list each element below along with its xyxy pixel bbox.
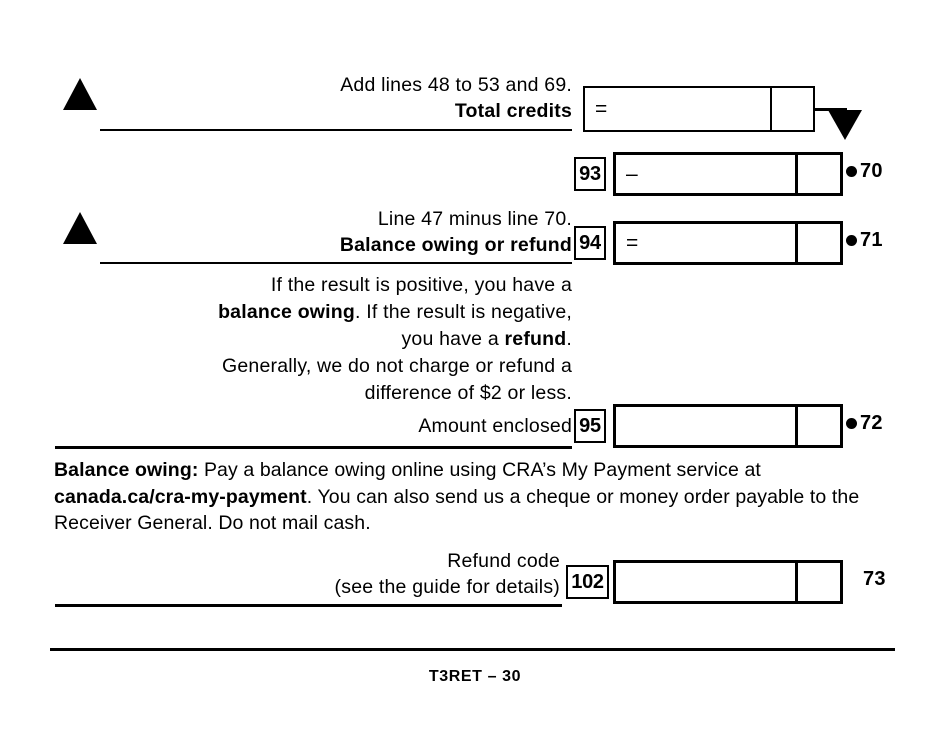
amount-enclosed-label: Amount enclosed (418, 415, 572, 437)
line-70-operator: – (626, 162, 638, 186)
line-ref-71-number: 71 (860, 229, 883, 251)
result-note-line-3: you have a refund. (102, 326, 572, 353)
line-ref-dot-icon (846, 166, 857, 177)
rule-balance-owing (100, 262, 572, 264)
line-number-box-93[interactable]: 93 (574, 157, 606, 191)
cents-divider (795, 155, 798, 193)
total-credits-instruction: Add lines 48 to 53 and 69. (340, 74, 572, 96)
line-number-box-95[interactable]: 95 (574, 409, 606, 443)
line-73-amount-box[interactable] (613, 560, 843, 604)
result-note-line-3-post: . (566, 328, 572, 350)
line-ref-71: 71 (846, 229, 883, 252)
rule-refund-code (55, 604, 562, 607)
result-note-line-2-rest: . If the result is negative, (355, 301, 572, 323)
line-71-operator: = (626, 231, 639, 255)
carry-forward-triangle-down (828, 110, 862, 140)
line-ref-72: 72 (846, 412, 883, 435)
result-note-refund-emphasis: refund (504, 328, 567, 350)
balance-owing-note-text-1: Pay a balance owing online using CRA’s M… (198, 459, 761, 481)
carry-forward-triangle-up-1 (63, 78, 97, 110)
line-71-amount-box[interactable]: = (613, 221, 843, 265)
line-ref-70: 70 (846, 160, 883, 183)
balance-owing-note-text-2: . You can also send us a cheque or money… (54, 485, 860, 535)
line-ref-dot-icon (846, 418, 857, 429)
result-note: If the result is positive, you have a ba… (102, 272, 572, 407)
line-ref-70-number: 70 (860, 160, 883, 182)
result-note-line-2: balance owing. If the result is negative… (102, 299, 572, 326)
result-note-line-5: difference of $2 or less. (364, 382, 572, 404)
line-ref-73-number: 73 (863, 568, 886, 590)
cra-my-payment-url: canada.ca/cra-my-payment (54, 485, 307, 508)
carry-forward-triangle-up-2 (63, 212, 97, 244)
rule-amount-enclosed (55, 446, 572, 449)
cents-divider (795, 407, 798, 445)
line-70-amount-box[interactable]: – (613, 152, 843, 196)
result-note-balance-owing-emphasis: balance owing (218, 301, 356, 323)
refund-code-sublabel: (see the guide for details) (334, 576, 560, 598)
balance-owing-label: Balance owing or refund (339, 234, 572, 256)
balance-owing-note-heading: Balance owing: (54, 459, 199, 481)
result-note-line-1: If the result is positive, you have a (270, 274, 572, 296)
rule-footer (50, 648, 895, 651)
total-credits-amount-box[interactable]: = (583, 86, 815, 132)
line-ref-dot-icon (846, 235, 857, 246)
line-number-box-102[interactable]: 102 (566, 565, 609, 599)
total-credits-label: Total credits (454, 100, 572, 122)
rule-total-credits (100, 129, 572, 131)
result-note-line-3-pre: you have a (401, 328, 505, 350)
line-ref-73: 73 (863, 568, 886, 591)
total-credits-operator: = (595, 97, 608, 121)
line-ref-72-number: 72 (860, 412, 883, 434)
result-note-line-4: Generally, we do not charge or refund a (222, 355, 572, 377)
connector-horizontal (815, 108, 847, 111)
cents-divider (795, 224, 798, 262)
balance-owing-instruction: Line 47 minus line 70. (377, 208, 572, 230)
line-number-box-94[interactable]: 94 (574, 226, 606, 260)
refund-code-label: Refund code (447, 550, 560, 572)
cents-divider (770, 88, 772, 130)
cents-divider (795, 563, 798, 601)
page-footer: T3RET – 30 (428, 668, 522, 685)
line-72-amount-box[interactable] (613, 404, 843, 448)
balance-owing-payment-note: Balance owing: Pay a balance owing onlin… (54, 457, 899, 537)
